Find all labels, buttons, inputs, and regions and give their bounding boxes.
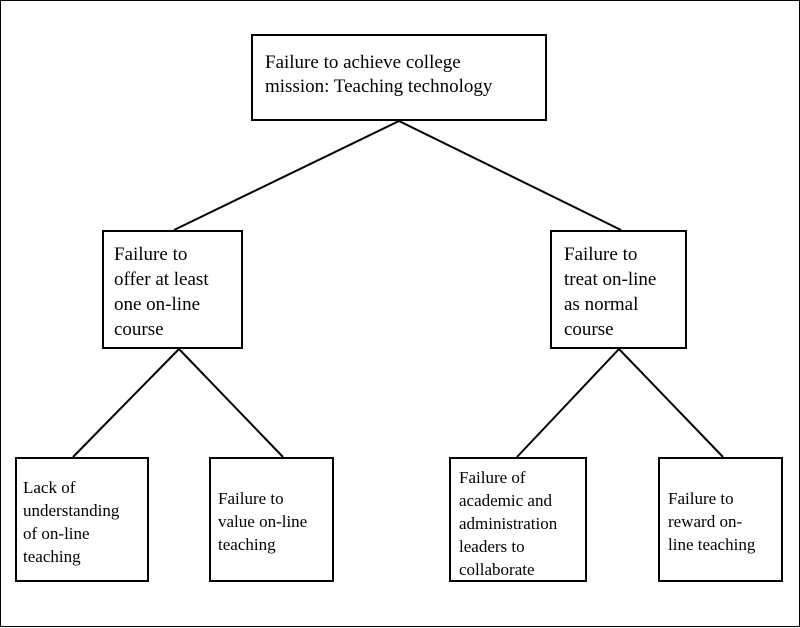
connector-root-to-left bbox=[173, 120, 400, 231]
connector-right-to-leaf-3 bbox=[516, 348, 620, 458]
left-branch-node: Failure to offer at least one on-line co… bbox=[102, 230, 243, 349]
leaf-node-failure-to-collaborate: Failure of academic and administration l… bbox=[449, 457, 587, 582]
leaf-node-failure-to-value: Failure to value on-line teaching bbox=[209, 457, 334, 582]
leaf-node-lack-of-understanding: Lack of understanding of on-line teachin… bbox=[15, 457, 149, 582]
connector-root-to-right bbox=[398, 120, 622, 231]
right-branch-node: Failure to treat on-line as normal cours… bbox=[550, 230, 687, 349]
connector-left-to-leaf-1 bbox=[72, 348, 180, 458]
connector-left-to-leaf-2 bbox=[178, 348, 284, 458]
leaf-node-failure-to-reward: Failure to reward on- line teaching bbox=[658, 457, 783, 582]
root-node: Failure to achieve college mission: Teac… bbox=[251, 34, 547, 121]
connector-right-to-leaf-4 bbox=[618, 348, 724, 458]
